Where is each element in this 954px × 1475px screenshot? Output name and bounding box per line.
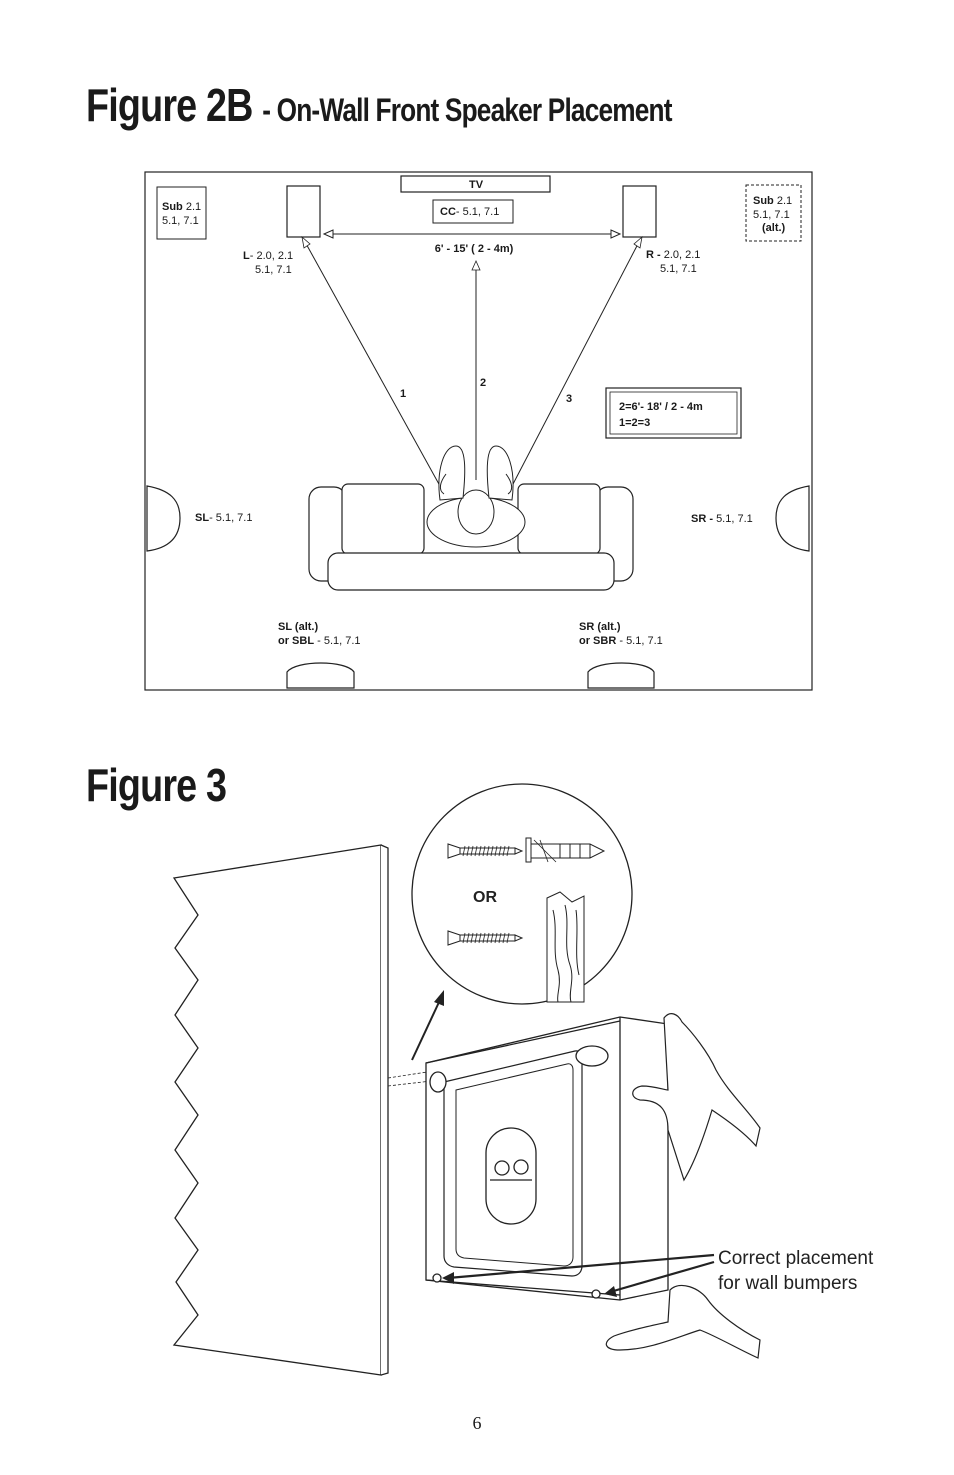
screw-with-anchor (447, 837, 606, 863)
rule-line-2: 1=2=3 (619, 417, 650, 429)
or-label: OR (473, 889, 497, 906)
arrowhead-right (610, 229, 622, 239)
listening-line-3 (511, 239, 641, 487)
sub-left-line2: 5.1, 7.1 (162, 215, 199, 227)
sofa (308, 483, 634, 591)
tv-box (400, 175, 551, 193)
line-2-label: 2 (480, 377, 486, 389)
mount-alignment-lines (387, 1069, 441, 1087)
tv-label: TV (469, 179, 484, 191)
right-speaker-channels: 5.1, 7.1 (660, 263, 697, 275)
left-speaker-label: L- 2.0, 2.1 (243, 250, 293, 262)
figure-2b-label: Figure 2B (86, 79, 253, 131)
hardware-detail-circle (411, 783, 633, 1005)
right-front-speaker (622, 185, 657, 238)
figure-2b-subtitle: - On-Wall Front Speaker Placement (262, 92, 672, 128)
rule-line-1: 2=6'- 18' / 2 - 4m (619, 401, 703, 413)
hands-illustration (605, 1013, 761, 1359)
center-speaker-box (432, 199, 514, 224)
detail-pointer-arrow (411, 999, 441, 1061)
side-right-speaker (775, 485, 810, 552)
wood-screw (447, 930, 524, 946)
speaker-cabinet (425, 1016, 669, 1301)
bumper-callout-arrows (447, 1253, 715, 1294)
left-speaker-channels: 5.1, 7.1 (255, 264, 292, 276)
sub-right-line1: Sub 2.1 (753, 195, 792, 207)
rear-right-label-2: or SBR - 5.1, 7.1 (579, 635, 663, 647)
sub-right-alt-box (745, 184, 802, 242)
detail-pointer-arrowhead (434, 990, 444, 1006)
rear-right-label-1: SR (alt.) (579, 621, 621, 633)
listener-figure (426, 445, 526, 548)
rear-left-label-1: SL (alt.) (278, 621, 318, 633)
line-1-arrowhead (301, 235, 311, 249)
center-speaker-label: CC- 5.1, 7.1 (440, 206, 499, 218)
rear-right-speaker (587, 662, 655, 689)
figure-3-title: Figure 3 (86, 759, 227, 811)
line-3-arrowhead (633, 235, 643, 249)
sub-right-alt: (alt.) (762, 222, 786, 234)
speaker-placement-diagram: TV CC- 5.1, 7.1 Sub 2.1 5.1, 7.1 Sub 2.1… (144, 171, 813, 691)
left-front-speaker (286, 185, 321, 238)
wood-stud (546, 891, 585, 1003)
rule-box-inner (609, 391, 738, 435)
callout-line-2: for wall bumpers (718, 1273, 857, 1294)
line-3-label: 3 (566, 393, 572, 405)
side-right-label: SR - 5.1, 7.1 (691, 513, 753, 525)
side-left-speaker (146, 485, 181, 552)
arrowhead-left (322, 229, 334, 239)
sub-left-line1: Sub 2.1 (162, 201, 201, 213)
sub-left-box (156, 186, 207, 240)
side-left-label: SL- 5.1, 7.1 (195, 512, 252, 524)
figure-2b-title: Figure 2B - On-Wall Front Speaker Placem… (86, 78, 672, 132)
rule-box-outer (605, 387, 742, 439)
wall-mount-illustration: OR (172, 783, 874, 1376)
callout-arrowhead-2 (604, 1286, 617, 1297)
line-2-arrowhead (471, 260, 481, 271)
room-outline (144, 171, 813, 691)
callout-line-1: Correct placement (718, 1248, 874, 1269)
front-distance-label: 6' - 15' ( 2 - 4m) (435, 243, 514, 255)
callout-arrowhead-1 (442, 1272, 454, 1284)
wall-section (172, 844, 389, 1376)
line-1-label: 1 (400, 388, 406, 400)
page-number: 6 (472, 1413, 482, 1433)
rear-left-speaker (286, 662, 355, 689)
sub-right-line2: 5.1, 7.1 (753, 209, 790, 221)
listening-line-1 (303, 239, 441, 487)
right-speaker-label: R - 2.0, 2.1 (646, 249, 700, 261)
rear-left-label-2: or SBL - 5.1, 7.1 (278, 635, 361, 647)
